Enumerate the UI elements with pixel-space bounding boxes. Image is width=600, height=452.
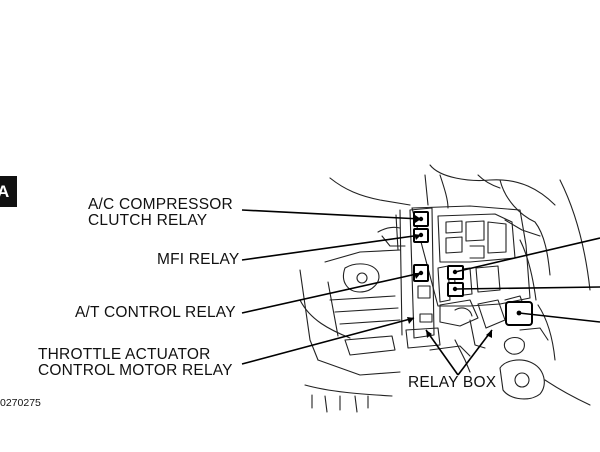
figure-code: 0270275 bbox=[0, 397, 41, 409]
relay-box-leader-2 bbox=[457, 329, 493, 376]
ac-compressor-label-line2: CLUTCH RELAY bbox=[88, 212, 208, 229]
throttle-label-line2: CONTROL MOTOR RELAY bbox=[38, 362, 233, 379]
throttle-label-line1: THROTTLE ACTUATOR bbox=[38, 346, 211, 363]
ac-compressor-label-line1: A/C COMPRESSOR bbox=[88, 196, 233, 213]
right-leader-1 bbox=[454, 237, 600, 273]
relay-box-label: RELAY BOX bbox=[408, 374, 497, 391]
relay-box-leader-1 bbox=[425, 329, 459, 376]
right-leader-2 bbox=[454, 286, 600, 290]
mfi-relay-label: MFI RELAY bbox=[157, 251, 240, 268]
mfi-leader bbox=[241, 234, 422, 261]
section-tab: A bbox=[0, 176, 17, 207]
right-leader-3 bbox=[518, 312, 600, 323]
at-control-relay-label: A/T CONTROL RELAY bbox=[75, 304, 236, 321]
throttle-leader bbox=[241, 317, 415, 365]
ac-leader bbox=[241, 209, 422, 220]
at-leader bbox=[241, 272, 422, 314]
